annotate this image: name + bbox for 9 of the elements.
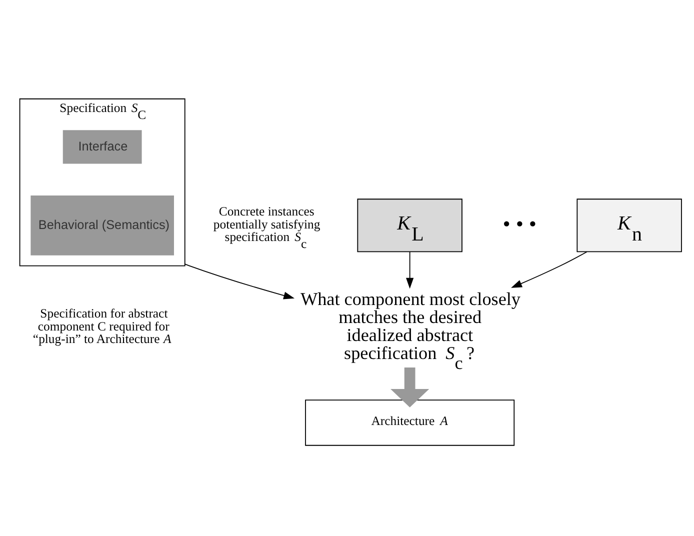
arrow [406, 250, 414, 288]
label: • • • [502, 212, 537, 236]
node-box: Architecture A [305, 399, 515, 446]
arrow [511, 250, 588, 288]
arrow [390, 366, 430, 407]
arrow [184, 263, 295, 299]
node-label: Specification for abstract component C required for “plug-in” to Architecture A [32, 306, 172, 346]
node-box: Interface [62, 130, 142, 164]
node-box: Behavioral (Semantics) [30, 194, 174, 255]
